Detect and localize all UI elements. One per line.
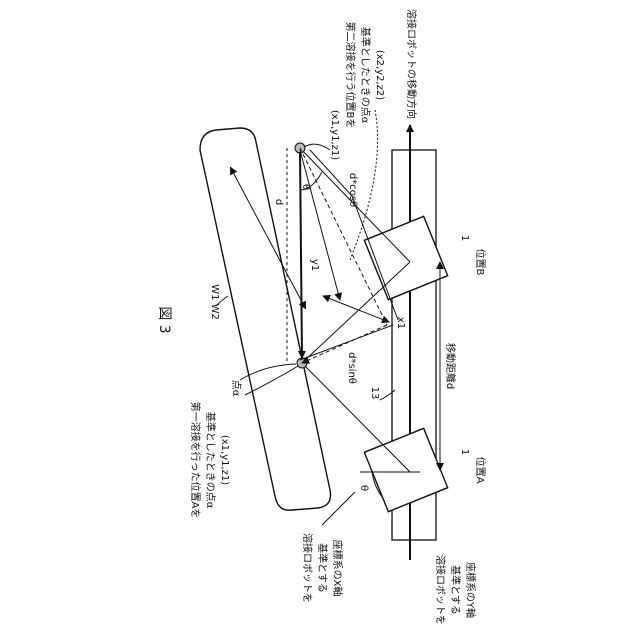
dashed-line-2 bbox=[302, 325, 387, 363]
y-axis-line3: 座標系のY軸 bbox=[464, 562, 477, 618]
position-b-label: 位置B bbox=[474, 249, 487, 276]
first-weld-line2: 基準としたときの点α bbox=[204, 412, 217, 509]
distance-d-arrow bbox=[300, 152, 302, 358]
dsin-label: d*sinθ bbox=[346, 352, 357, 384]
workpiece-label: W1 W2 bbox=[209, 284, 220, 320]
y-axis-line1: 溶接ロボットを bbox=[434, 555, 447, 625]
leader-first-weld bbox=[245, 366, 298, 395]
robot-b-x-line bbox=[302, 262, 410, 363]
position-a-label: 位置A bbox=[474, 457, 487, 484]
x-axis-line2: 基準とする bbox=[316, 543, 329, 593]
rail-ref-label: 13 bbox=[369, 387, 380, 400]
robot-a-ref: 1 bbox=[459, 449, 470, 455]
point-alpha-label: 点α bbox=[230, 380, 242, 397]
x1-label: x1 bbox=[395, 317, 406, 329]
move-direction-label: 溶接ロボットの移動方向 bbox=[405, 9, 418, 119]
robot-b-ref: 1 bbox=[459, 235, 470, 241]
figure-title: 図 3 bbox=[156, 306, 172, 333]
coord-top-label: (x1,y1,z1) bbox=[329, 110, 340, 160]
theta-bottom-label: θ bbox=[358, 485, 369, 491]
y1-label: y1 bbox=[309, 259, 320, 271]
y-axis-line2: 基準とする bbox=[449, 565, 462, 615]
second-weld-line3: (x2,y2,z2) bbox=[374, 50, 385, 100]
dcos-label: d*cosθ bbox=[347, 173, 358, 207]
d-dimension bbox=[230, 167, 305, 308]
leader-x-axis bbox=[322, 492, 355, 525]
robot-position-a bbox=[364, 428, 447, 511]
x-axis-line1: 溶接ロボットを bbox=[301, 533, 314, 603]
second-weld-line1: 第二溶接を行う位置Bを bbox=[344, 22, 357, 129]
y1-dimension bbox=[300, 150, 340, 300]
x-axis-line3: 座標系のX軸 bbox=[331, 540, 344, 597]
first-weld-line3: (x1,y1,z1) bbox=[219, 435, 230, 485]
first-weld-line1: 第一溶接を行った位置Aを bbox=[189, 402, 202, 519]
second-weld-line2: 基準としたときの点α bbox=[359, 27, 372, 124]
d-label: d bbox=[273, 199, 284, 205]
x1-dimension bbox=[323, 296, 389, 322]
leader-rail bbox=[380, 390, 395, 400]
leader-coord bbox=[304, 144, 330, 150]
theta-top-label: θ bbox=[300, 184, 311, 190]
move-distance-label: 移動距離d bbox=[444, 343, 457, 389]
